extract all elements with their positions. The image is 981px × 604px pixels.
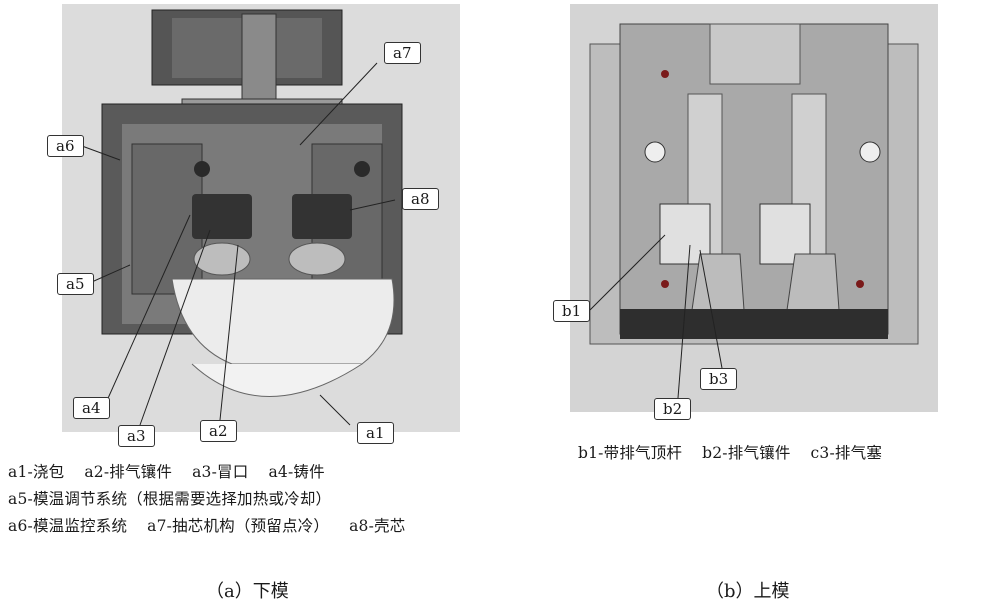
legend-item: c3-排气塞 — [810, 444, 883, 462]
caption-upper-die: （b）上模 — [706, 581, 790, 602]
legend-item: a3-冒口 — [192, 463, 249, 481]
legend-item: a1-浇包 — [8, 463, 65, 481]
legend-item: a8-壳芯 — [349, 517, 406, 535]
callout-b2: b2 — [654, 398, 692, 420]
legend-item: a2-排气镶件 — [84, 463, 173, 481]
caption-lower-die: （a）下模 — [206, 581, 289, 602]
callout-a3: a3 — [118, 425, 155, 447]
legend-item: a4-铸件 — [268, 463, 325, 481]
legend-item: b1-带排气顶杆 — [578, 444, 683, 462]
callout-a8: a8 — [402, 188, 439, 210]
callout-b3: b3 — [700, 368, 738, 390]
legend-line-2: a5-模温调节系统（根据需要选择加热或冷却） — [8, 487, 351, 509]
legend-item: a5-模温调节系统（根据需要选择加热或冷却） — [8, 490, 332, 508]
upper-die-image — [570, 4, 938, 412]
legend-item: a6-模温监控系统 — [8, 517, 128, 535]
lower-die-image — [62, 4, 460, 432]
callout-a6: a6 — [47, 135, 84, 157]
callout-b1: b1 — [553, 300, 591, 322]
right-legend: b1-带排气顶杆 b2-排气镶件 c3-排气塞 — [578, 441, 902, 463]
legend-item: b2-排气镶件 — [702, 444, 791, 462]
callout-a7: a7 — [384, 42, 421, 64]
legend-line-3: a6-模温监控系统 a7-抽芯机构（预留点冷） a8-壳芯 — [8, 514, 425, 536]
callout-a1: a1 — [357, 422, 394, 444]
callout-a5: a5 — [57, 273, 94, 295]
legend-line-1: a1-浇包 a2-排气镶件 a3-冒口 a4-铸件 — [8, 460, 345, 482]
legend-item: a7-抽芯机构（预留点冷） — [147, 517, 330, 535]
callout-a2: a2 — [200, 420, 237, 442]
callout-a4: a4 — [73, 397, 110, 419]
